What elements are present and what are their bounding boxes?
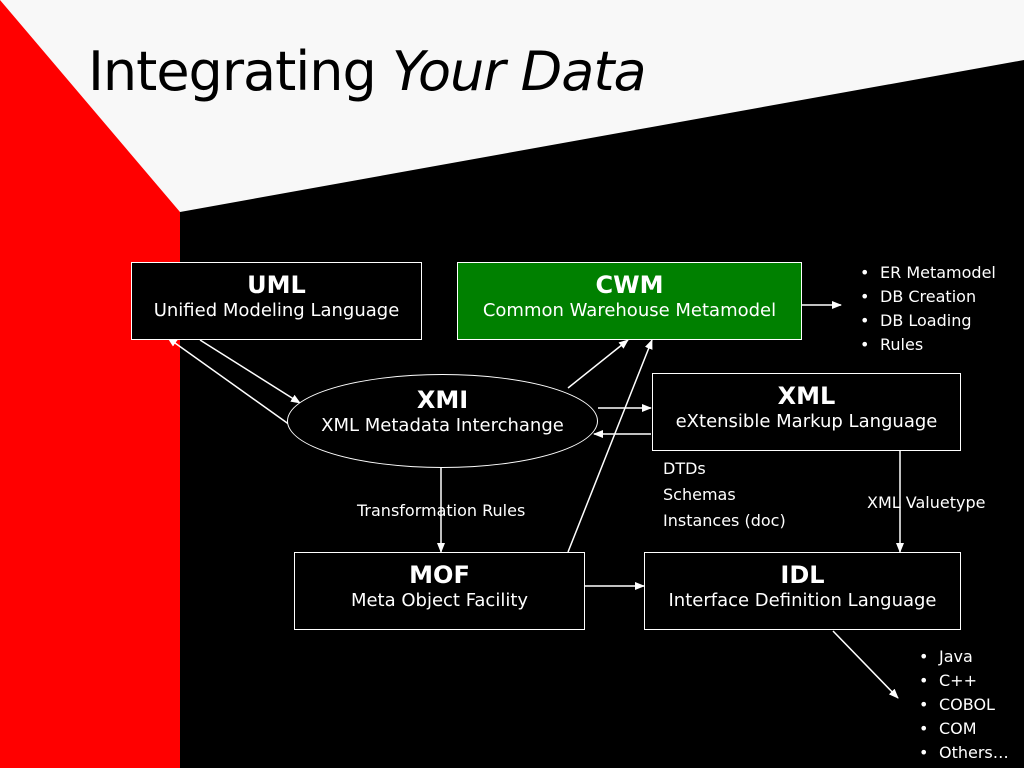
- arrow-xmi-to-uml: [167, 337, 291, 426]
- list-item: COBOL: [919, 693, 1009, 717]
- slide-title: Integrating Your Data: [88, 40, 647, 103]
- idl-box: IDL Interface Definition Language: [644, 552, 961, 630]
- uml-full-name: Unified Modeling Language: [153, 300, 400, 321]
- cwm-box: CWM Common Warehouse Metamodel: [457, 262, 802, 340]
- idl-full-name: Interface Definition Language: [668, 590, 937, 611]
- list-item: DB Creation: [860, 285, 996, 309]
- light-title-band: [0, 0, 1024, 212]
- cwm-bullet-list: ER Metamodel DB Creation DB Loading Rule…: [860, 261, 996, 357]
- xml-valuetype-label: XML Valuetype: [867, 493, 986, 512]
- arrow-xmi-to-cwm: [567, 339, 629, 389]
- mof-full-name: Meta Object Facility: [350, 590, 529, 611]
- red-band: [0, 0, 180, 768]
- xml-abbr: XML: [777, 382, 836, 410]
- cwm-abbr: CWM: [595, 271, 664, 299]
- title-plain: Integrating: [88, 40, 377, 103]
- list-item: DB Loading: [860, 309, 996, 333]
- xml-item: DTDs: [663, 459, 706, 478]
- arrow-uml-to-xmi: [199, 339, 301, 404]
- list-item: COM: [919, 717, 1009, 741]
- mof-box: MOF Meta Object Facility: [294, 552, 585, 630]
- arrow-idl-to-bullets: [832, 630, 899, 699]
- list-item: Others…: [919, 741, 1009, 765]
- list-item: Java: [919, 645, 1009, 669]
- xml-items-list: DTDs Schemas Instances (doc): [663, 456, 786, 534]
- list-item: C++: [919, 669, 1009, 693]
- list-item: Rules: [860, 333, 996, 357]
- xml-full-name: eXtensible Markup Language: [675, 411, 938, 432]
- xmi-abbr: XMI: [416, 386, 469, 414]
- list-item: ER Metamodel: [860, 261, 996, 285]
- xmi-full-name: XML Metadata Interchange: [321, 415, 564, 436]
- idl-bullet-list: Java C++ COBOL COM Others…: [919, 645, 1009, 765]
- xmi-ellipse: XMI XML Metadata Interchange: [287, 374, 598, 468]
- uml-abbr: UML: [247, 271, 306, 299]
- mof-abbr: MOF: [409, 561, 470, 589]
- cwm-full-name: Common Warehouse Metamodel: [482, 300, 777, 321]
- idl-abbr: IDL: [780, 561, 825, 589]
- xml-item: Schemas: [663, 485, 736, 504]
- transformation-rules-label: Transformation Rules: [357, 501, 526, 520]
- xml-item: Instances (doc): [663, 511, 786, 530]
- xml-box: XML eXtensible Markup Language: [652, 373, 961, 451]
- uml-box: UML Unified Modeling Language: [131, 262, 422, 340]
- title-italic: Your Data: [391, 40, 647, 103]
- arrow-mof-to-cwm: [567, 339, 653, 553]
